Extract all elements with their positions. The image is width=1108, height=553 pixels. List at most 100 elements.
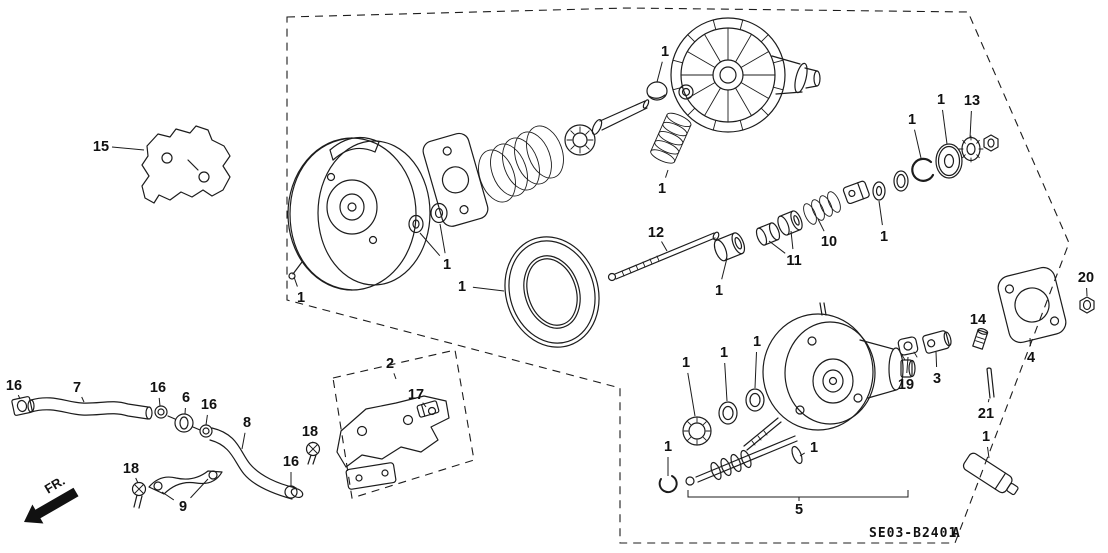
spacer-tube bbox=[713, 232, 746, 262]
diagram-code-suffix: A bbox=[952, 526, 961, 541]
fr-direction-arrow bbox=[24, 487, 79, 524]
callout-label: 1 bbox=[297, 290, 305, 306]
callout-leader bbox=[419, 232, 441, 257]
callout-label: 1 bbox=[880, 229, 888, 245]
callout-label: 5 bbox=[795, 502, 803, 518]
callout-label: 1 bbox=[664, 439, 672, 455]
callout-label: 19 bbox=[898, 377, 914, 393]
callout-label: 1 bbox=[908, 112, 916, 128]
callout-leader bbox=[799, 452, 805, 457]
callout-label: 1 bbox=[810, 440, 818, 456]
clamp-19 bbox=[897, 336, 919, 361]
callout-leader bbox=[687, 372, 696, 417]
callout-leader bbox=[656, 61, 663, 83]
callout-label: 14 bbox=[970, 312, 986, 328]
gasket-plate bbox=[422, 132, 489, 227]
callout-leader bbox=[987, 398, 990, 403]
bracket-2-assembly bbox=[336, 395, 450, 490]
callout-label: 1 bbox=[661, 44, 669, 60]
spring-10 bbox=[803, 191, 841, 225]
valve-keeper bbox=[842, 180, 870, 205]
callout-leader bbox=[942, 109, 948, 145]
callout-label: 16 bbox=[283, 454, 299, 470]
fr-arrow: FR. bbox=[24, 473, 79, 524]
push-rod-12 bbox=[607, 231, 720, 282]
pin-21 bbox=[986, 367, 995, 399]
callout-leader bbox=[987, 446, 990, 459]
mounting-bracket-15 bbox=[141, 125, 231, 204]
callout-label: 11 bbox=[786, 253, 801, 269]
power-piston-fan bbox=[670, 17, 821, 133]
callout-leader bbox=[768, 240, 786, 254]
callout-label: 1 bbox=[658, 181, 666, 197]
callout-leader bbox=[293, 276, 298, 287]
callout-label: 15 bbox=[93, 139, 109, 155]
grease-tube bbox=[962, 452, 1019, 496]
callout-label: 1 bbox=[682, 355, 690, 371]
callout-leader bbox=[17, 394, 21, 400]
booster-5-assembly bbox=[658, 302, 916, 494]
callout-leader bbox=[661, 241, 668, 252]
callout-leader bbox=[158, 397, 161, 407]
callout-label: 6 bbox=[182, 390, 190, 406]
callout-leader bbox=[161, 491, 175, 501]
fitting-3 bbox=[922, 330, 952, 354]
nut-20 bbox=[1079, 296, 1095, 314]
callout-leader bbox=[724, 362, 728, 402]
callout-leader bbox=[393, 373, 397, 380]
callout-label: 1 bbox=[458, 279, 466, 295]
callout-label: 1 bbox=[715, 283, 723, 299]
callout-label: 1 bbox=[753, 334, 761, 350]
callout-label: 3 bbox=[933, 371, 941, 387]
callout-leader bbox=[241, 432, 246, 450]
callout-label: 13 bbox=[964, 93, 980, 109]
callout-leader bbox=[81, 396, 85, 403]
callout-label: 17 bbox=[408, 387, 424, 403]
callout-leader bbox=[935, 351, 938, 368]
callout-label: 18 bbox=[302, 424, 318, 440]
booster-housing bbox=[287, 136, 431, 291]
callout-label: 10 bbox=[821, 234, 837, 250]
diagram-code: SE03-B2401 bbox=[869, 526, 957, 541]
callout-leader bbox=[906, 356, 909, 374]
callout-leader bbox=[817, 218, 825, 232]
callout-leader bbox=[111, 146, 145, 151]
callout-label: 8 bbox=[243, 415, 251, 431]
callout-label: 18 bbox=[123, 461, 139, 477]
callout-label: 16 bbox=[150, 380, 166, 396]
c-clip-lower bbox=[658, 475, 678, 494]
c-clip bbox=[911, 157, 935, 182]
piston-cap bbox=[646, 81, 668, 101]
star-washer bbox=[564, 124, 596, 156]
callout-bracket bbox=[687, 490, 909, 501]
callout-label: 2 bbox=[386, 356, 394, 372]
callout-label: 16 bbox=[6, 378, 22, 394]
clip-17 bbox=[416, 400, 440, 418]
callout-leader bbox=[721, 257, 728, 280]
callout-leader bbox=[205, 414, 208, 426]
callout-leader bbox=[754, 351, 757, 389]
washers-pair bbox=[408, 202, 448, 234]
callout-label: 4 bbox=[1027, 350, 1035, 366]
callout-leader bbox=[422, 402, 427, 408]
callout-label: 12 bbox=[648, 225, 664, 241]
filter-bellows bbox=[650, 112, 692, 164]
gasket-4 bbox=[997, 266, 1067, 344]
dashed-boundary-bracket bbox=[332, 349, 475, 499]
bushings-11 bbox=[755, 210, 803, 246]
callout-label: 1 bbox=[982, 429, 990, 445]
callout-leader bbox=[969, 110, 972, 139]
diaphragm-seal bbox=[504, 236, 600, 348]
callout-leader bbox=[790, 230, 794, 250]
callout-label: 1 bbox=[443, 257, 451, 273]
return-spring bbox=[478, 125, 564, 203]
callout-leader bbox=[439, 223, 446, 254]
callout-label: 16 bbox=[201, 397, 217, 413]
callout-label: 21 bbox=[978, 406, 994, 422]
callout-label: 1 bbox=[937, 92, 945, 108]
check-valve-6 bbox=[174, 413, 194, 433]
callout-label: 1 bbox=[720, 345, 728, 361]
